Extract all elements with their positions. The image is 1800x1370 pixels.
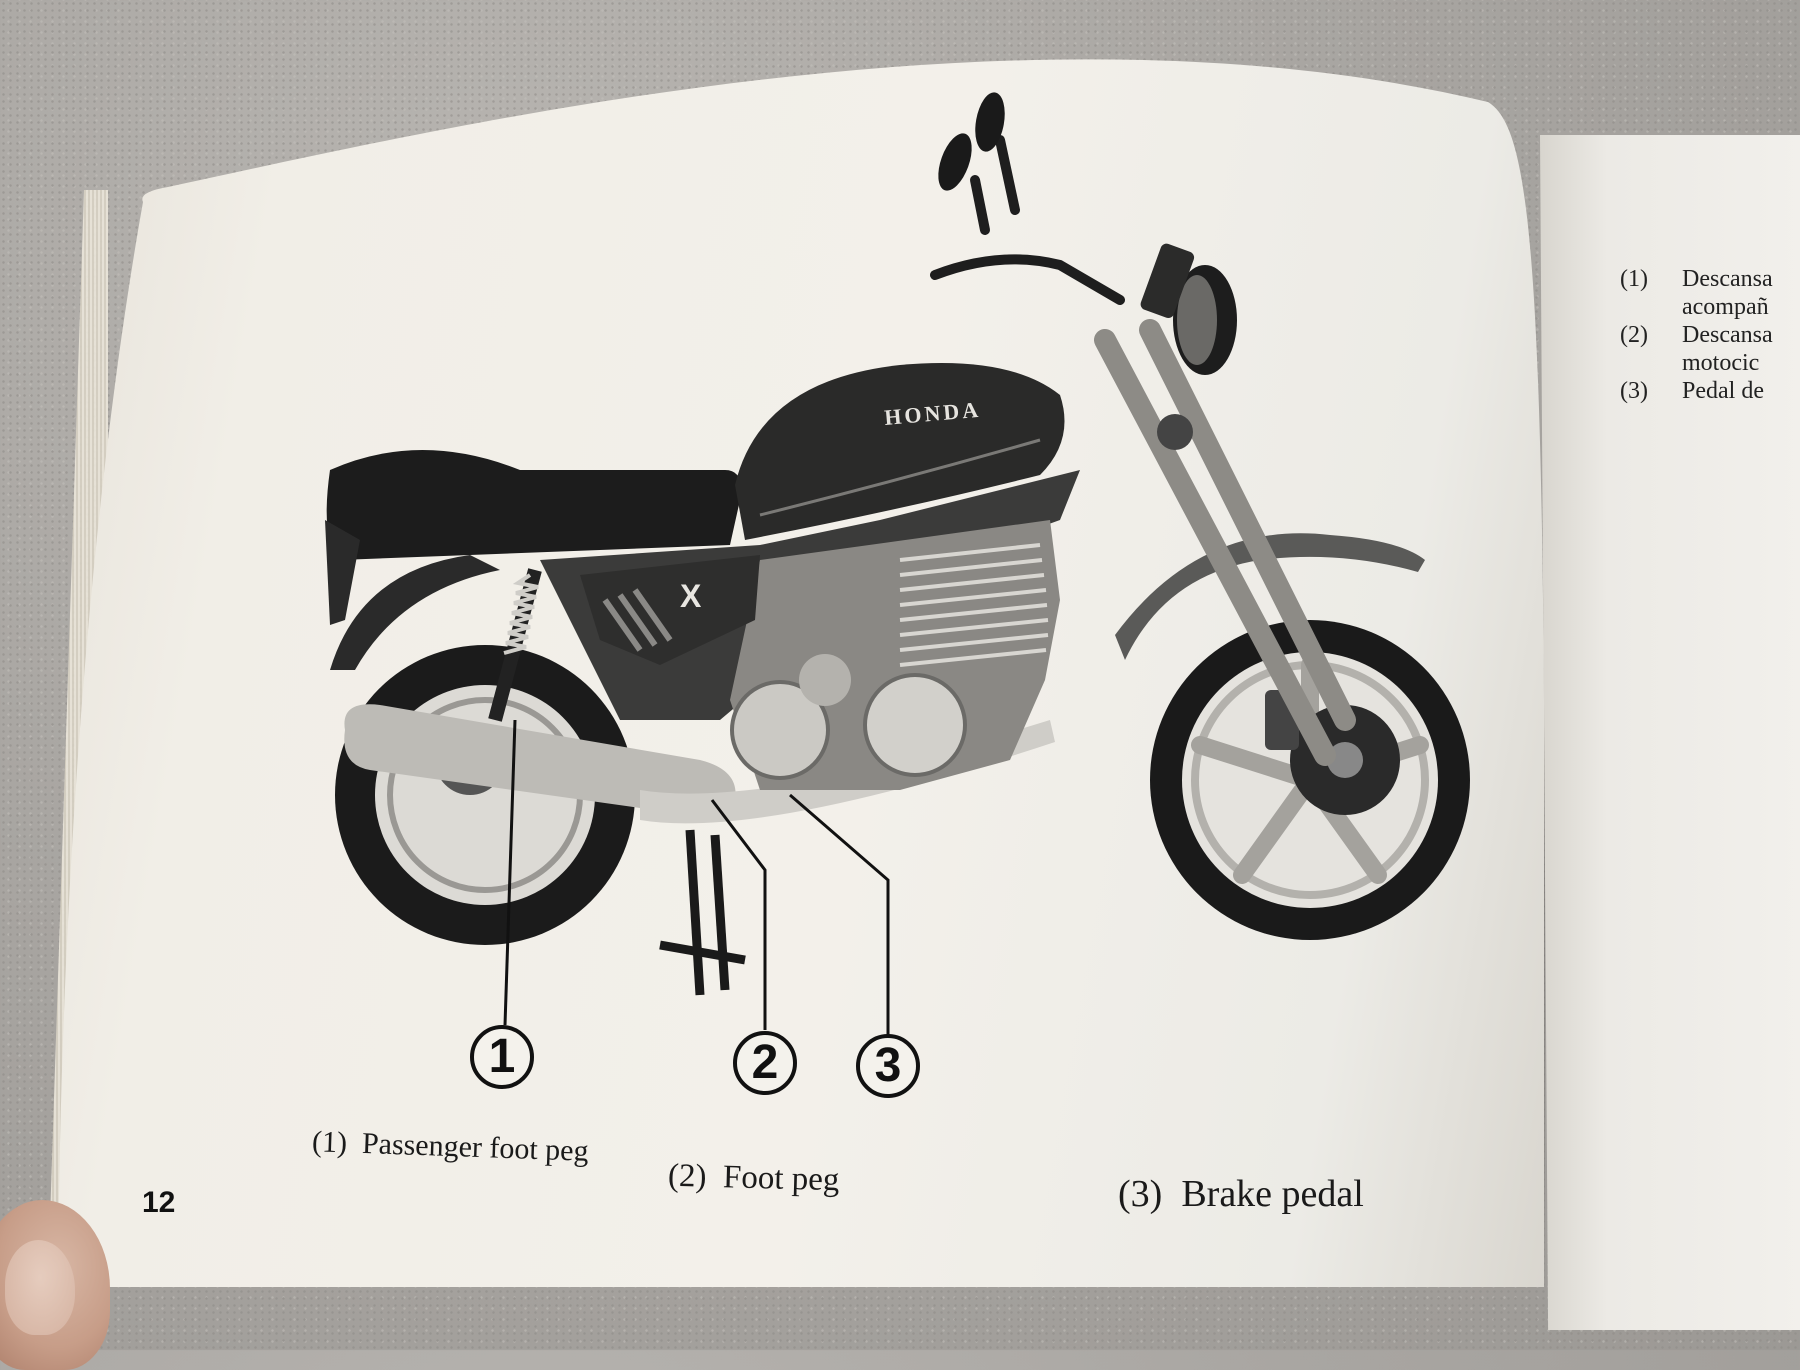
tail-light: [325, 520, 360, 625]
callout-leaders: [503, 719, 890, 1040]
fuel-tank: [735, 363, 1065, 540]
callout-number-1: 1: [488, 1030, 516, 1083]
right-item-2-cont: motocic: [1682, 350, 1760, 376]
side-cover-vents: [602, 588, 673, 652]
thumbnail-highlight: [5, 1240, 75, 1335]
turn-signal: [1157, 414, 1193, 450]
rear-fender: [330, 555, 500, 670]
right-page: [1540, 135, 1800, 1330]
caption-2-number: (2): [667, 1157, 707, 1195]
callout-number-3: 3: [874, 1039, 902, 1092]
front-wheel: [1150, 620, 1470, 940]
center-stand: [659, 829, 746, 996]
right-mirror: [975, 92, 1005, 152]
right-item-1: (1) Descansa: [1620, 266, 1773, 292]
callout-number-2: 2: [751, 1036, 779, 1089]
exhaust-muffler: [344, 704, 736, 818]
caption-1-text: Passenger foot peg: [361, 1126, 590, 1168]
caption-3: (3) Brake pedal: [1118, 1172, 1364, 1216]
handlebars: [930, 135, 1125, 305]
side-badge: X: [680, 578, 702, 614]
page-number: 12: [142, 1186, 176, 1219]
caption-2: (2) Foot peg: [668, 1158, 840, 1199]
callout-circle-3: [856, 1034, 920, 1098]
left-mirror: [938, 133, 972, 191]
right-item-1-cont: acompañ: [1682, 294, 1769, 320]
front-forks: [1094, 319, 1356, 766]
rear-shock: [488, 568, 542, 722]
right-item-2: (2) Descansa: [1620, 322, 1773, 348]
instrument-cluster: [1140, 243, 1195, 319]
exhaust-pipes: [640, 720, 1055, 824]
headlight: [1173, 265, 1237, 375]
right-page-list: (1) Descansa acompañ (2) Descansa motoci…: [1620, 265, 1800, 405]
caption-2-text: Foot peg: [722, 1159, 840, 1199]
front-fender: [1115, 533, 1425, 660]
callout-circle-2: [733, 1031, 797, 1095]
seat: [326, 450, 741, 560]
side-cover: [580, 555, 760, 665]
caption-1-number: (1): [311, 1125, 348, 1160]
engine: [730, 520, 1060, 790]
callout-circle-1: [470, 1025, 534, 1089]
right-item-3: (3) Pedal de: [1620, 378, 1764, 404]
caption-3-text: Brake pedal: [1181, 1173, 1364, 1215]
caption-3-number: (3): [1118, 1173, 1163, 1215]
